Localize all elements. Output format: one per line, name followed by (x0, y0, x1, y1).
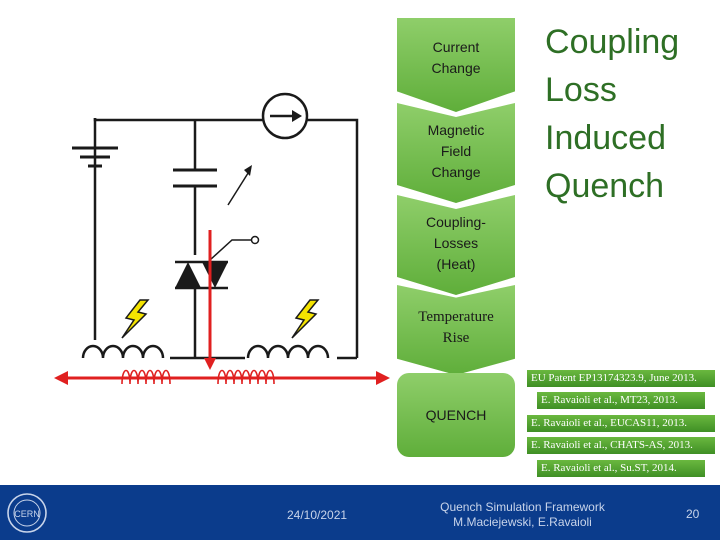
ground-symbol (72, 146, 118, 168)
magnet-coil-left (80, 340, 170, 362)
current-path-arrow (204, 230, 216, 370)
cern-logo-icon: CERN (7, 493, 47, 533)
reference-eucas11: E. Ravaioli et al., EUCAS11, 2013. (527, 415, 715, 432)
flow-step-temperature-rise: Temperature Rise (397, 285, 515, 375)
title-line-loss: Loss (545, 71, 617, 109)
magnet-coil-right (245, 340, 337, 362)
filament-loops-right (217, 369, 275, 385)
current-source-symbol (261, 92, 309, 140)
title-line-quench: Quench (545, 167, 665, 205)
reference-sust: E. Ravaioli et al., Su.ST, 2014. (537, 460, 705, 477)
footer-presentation-title: Quench Simulation Framework M.Maciejewsk… (440, 500, 605, 529)
title-line-coupling: Coupling (545, 23, 680, 61)
capacitor-symbol (173, 168, 217, 188)
switch-symbol (227, 165, 252, 206)
title-line-induced: Induced (545, 119, 666, 157)
filament-loops-left (121, 369, 171, 385)
footer-page-number: 20 (686, 507, 700, 521)
svg-text:CERN: CERN (14, 509, 40, 519)
footer-bar (0, 485, 720, 540)
flow-step-coupling-losses: Coupling- Losses (Heat) (397, 195, 515, 295)
flow-final-quench: QUENCH (397, 373, 515, 457)
flow-step-current-change: Current Change (397, 18, 515, 112)
slide-title: Coupling Loss Induced Quench (545, 18, 679, 210)
reference-chats-as: E. Ravaioli et al., CHATS-AS, 2013. (527, 437, 715, 454)
lightning-icon (121, 299, 150, 339)
coupling-current-arrow (54, 371, 390, 385)
thyristor-symbol (173, 235, 260, 290)
lightning-icon (291, 299, 320, 339)
footer-date: 24/10/2021 (287, 508, 348, 522)
reference-patent: EU Patent EP13174323.9, June 2013. (527, 370, 715, 387)
reference-mt23: E. Ravaioli et al., MT23, 2013. (537, 392, 705, 409)
flow-step-magnetic-field-change: Magnetic Field Change (397, 103, 515, 203)
